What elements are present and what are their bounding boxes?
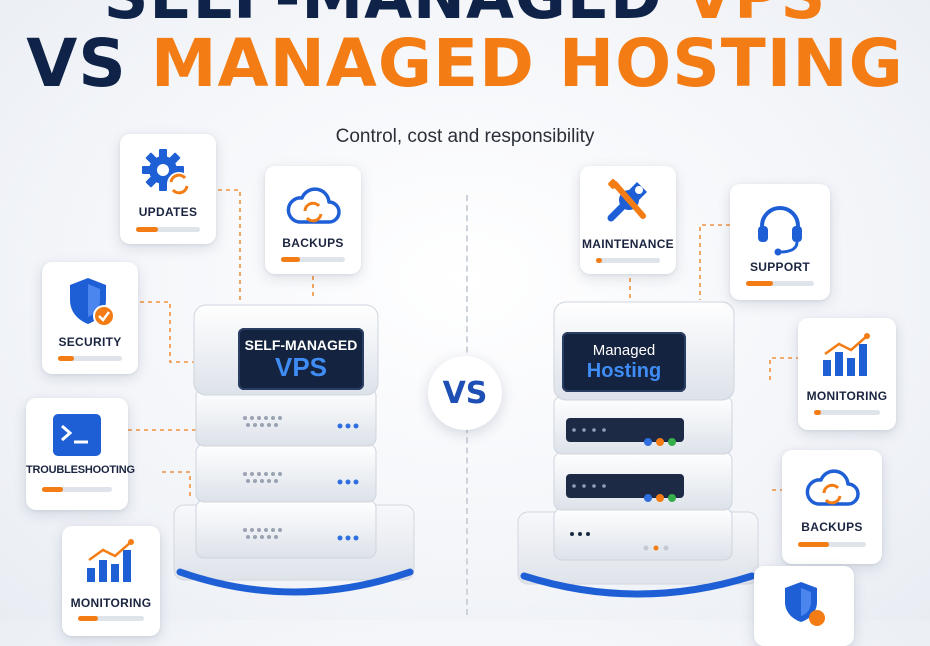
progress-bar-fill xyxy=(136,227,159,232)
subtitle: Control, cost and responsibility xyxy=(335,126,595,147)
progress-bar-fill xyxy=(798,542,829,547)
title-vps: VPS xyxy=(685,0,826,33)
progress-bar xyxy=(798,542,866,547)
progress-bar xyxy=(746,281,814,286)
card-label: SECURITY xyxy=(58,335,122,349)
gear-sync-icon xyxy=(142,149,191,196)
progress-bar xyxy=(58,356,122,361)
card-label: BACKUPS xyxy=(801,520,863,534)
title-self-managed: SELF-MANAGED xyxy=(104,0,663,33)
card-label: SUPPORT xyxy=(749,260,811,274)
title-line-1: SELF-MANAGED VPS xyxy=(0,0,930,33)
progress-bar xyxy=(42,487,112,492)
self-managed-screen: SELF-MANAGED VPS xyxy=(238,328,364,390)
connector-lines xyxy=(128,189,808,500)
progress-bar xyxy=(814,410,880,415)
security-card xyxy=(754,566,854,646)
progress-bar-fill xyxy=(78,616,98,621)
shield-check-icon xyxy=(70,278,115,327)
security-card: SECURITY xyxy=(42,262,138,374)
card-label: MONITORING xyxy=(70,596,152,610)
progress-bar xyxy=(596,258,660,263)
terminal-icon xyxy=(53,414,101,456)
wrench-screwdriver-icon xyxy=(607,179,647,222)
card-label: MAINTENANCE xyxy=(582,237,674,251)
card-label: UPDATES xyxy=(138,205,198,219)
support-card: SUPPORT xyxy=(730,184,830,300)
backups-card: BACKUPS xyxy=(265,166,361,274)
progress-bar xyxy=(78,616,144,621)
cloud-sync-icon xyxy=(286,187,341,224)
card-label: MONITORING xyxy=(806,389,888,403)
title-managed-hosting: MANAGED HOSTING xyxy=(150,25,904,102)
bar-chart-icon xyxy=(87,539,134,582)
monitoring-card: MONITORING xyxy=(62,526,160,636)
updates-card: UPDATES xyxy=(120,134,216,244)
screen-label-line-2: VPS xyxy=(274,352,328,382)
managed-hosting-screen: Managed Hosting xyxy=(562,332,686,392)
headset-icon xyxy=(758,206,802,256)
progress-bar xyxy=(281,257,345,262)
screen-label-line-2: Hosting xyxy=(586,360,662,382)
card-label: BACKUPS xyxy=(282,236,344,250)
screen-label-line-1: SELF-MANAGED xyxy=(244,337,358,353)
progress-bar-fill xyxy=(281,257,301,262)
progress-bar-fill xyxy=(814,410,821,415)
cloud-sync-icon xyxy=(805,469,860,506)
troubleshooting-card: TROUBLESHOOTING xyxy=(26,398,135,510)
monitoring-card: MONITORING xyxy=(798,318,896,430)
progress-bar-fill xyxy=(42,487,63,492)
progress-bar-fill xyxy=(596,258,603,263)
card-label: TROUBLESHOOTING xyxy=(26,464,135,476)
progress-bar-fill xyxy=(746,281,774,286)
title-vs: VS xyxy=(26,25,127,102)
shield-icon xyxy=(785,582,825,626)
vs-badge: VS xyxy=(428,356,502,430)
progress-bar xyxy=(136,227,200,232)
progress-bar-fill xyxy=(58,356,74,361)
backups-card: BACKUPS xyxy=(782,450,882,564)
title-line-2: VS MANAGED HOSTING xyxy=(0,25,930,102)
bar-chart-icon xyxy=(823,333,870,376)
screen-label-line-1: Managed xyxy=(592,342,656,359)
maintenance-card: MAINTENANCE xyxy=(580,166,676,274)
